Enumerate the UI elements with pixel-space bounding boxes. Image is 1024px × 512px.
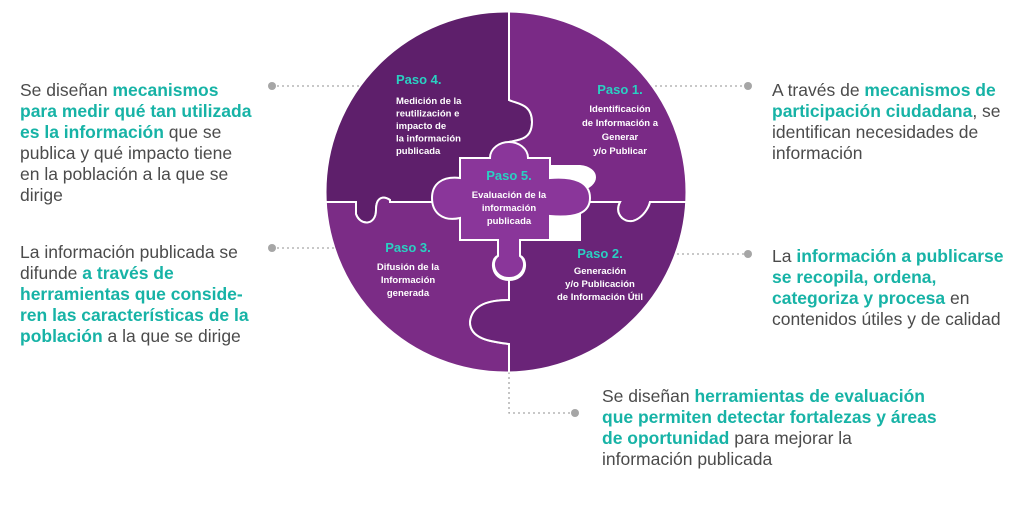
description-bottom: Se diseñan herramientas de evaluación qu… bbox=[602, 386, 942, 470]
dot-top-right bbox=[744, 82, 752, 90]
step-2-text-line: de Información Útil bbox=[557, 291, 643, 303]
puzzle-piece-paso-5 bbox=[430, 140, 592, 280]
dot-mid-left bbox=[268, 244, 276, 252]
highlighted-text: mecanismos para medir qué tan utilizada … bbox=[20, 80, 252, 142]
dot-top-left bbox=[268, 82, 276, 90]
step-3-text-line: Difusión de la bbox=[377, 262, 440, 273]
description-text: La bbox=[772, 246, 797, 266]
description-text: Se diseñan bbox=[602, 386, 695, 406]
step-3-title: Paso 3. bbox=[385, 240, 431, 255]
description-middle-left: La información publicada se difunde a tr… bbox=[20, 242, 258, 347]
description-top-left: Se diseñan mecanismos para medir qué tan… bbox=[20, 80, 256, 206]
description-text: para mejorar la información publicada bbox=[602, 428, 852, 469]
step-5-title: Paso 5. bbox=[486, 168, 532, 183]
description-middle-right: La información a publicarse se recopila,… bbox=[772, 246, 1012, 330]
step-2-text-line: y/o Publicación bbox=[565, 279, 635, 290]
highlighted-text: mecanismos de participación ciudadana bbox=[772, 80, 996, 121]
step-3-text-line: Información bbox=[381, 275, 436, 286]
description-top-right: A través de mecanismos de participación … bbox=[772, 80, 1012, 164]
step-1-text-line: Identificación bbox=[589, 104, 650, 115]
dot-bottom bbox=[571, 409, 579, 417]
description-text: en contenidos útiles y de calidad bbox=[772, 288, 1001, 329]
step-5-text-line: Evaluación de la bbox=[472, 190, 547, 201]
step-4-text-line: impacto de bbox=[396, 121, 446, 132]
step-4-text-line: la información bbox=[396, 134, 461, 145]
step-3-label: Paso 3. Difusión de la Información generada bbox=[377, 240, 440, 299]
step-3-text-line: generada bbox=[387, 288, 430, 299]
step-1-title: Paso 1. bbox=[597, 82, 643, 97]
highlighted-text: herramientas de evaluación que permiten … bbox=[602, 386, 937, 448]
step-labels: Paso 1. Identificación de Información a Gen… bbox=[377, 72, 659, 303]
step-1-label: Paso 1. Identificación de Información a Gen… bbox=[582, 82, 659, 157]
highlighted-text: información a publicarse se recopila, or… bbox=[772, 246, 1004, 308]
description-text: A través de bbox=[772, 80, 865, 100]
dot-mid-right bbox=[744, 250, 752, 258]
step-2-title: Paso 2. bbox=[577, 246, 623, 261]
connector-dots bbox=[268, 82, 752, 417]
description-text: La información publicada se difunde bbox=[20, 242, 238, 283]
description-text: Se diseñan bbox=[20, 80, 113, 100]
step-4-label: Paso 4. Medición de la reutilización eimpa… bbox=[396, 72, 462, 157]
step-4-text-line: reutilización e bbox=[396, 109, 459, 120]
description-text: a la que se dirige bbox=[102, 326, 241, 346]
connector-bottom bbox=[508, 372, 575, 414]
highlighted-text: a través de herramientas que conside-ren… bbox=[20, 263, 249, 346]
step-1-text-line: y/o Publicar bbox=[593, 146, 647, 157]
step-1-text-line: de Información a bbox=[582, 118, 659, 129]
step-1-text-line: Generar bbox=[602, 132, 639, 143]
step-5-label: Paso 5. Evaluación de la información public… bbox=[472, 168, 547, 227]
step-4-text-line: publicada bbox=[396, 146, 441, 157]
step-4-text-line: Medición de la bbox=[396, 96, 462, 107]
description-text: , se identifican necesidades de informac… bbox=[772, 101, 1001, 163]
step-4-title: Paso 4. bbox=[396, 72, 442, 87]
step-5-text-line: publicada bbox=[487, 216, 532, 227]
description-text: que se publica y qué impacto tiene en la… bbox=[20, 122, 233, 205]
step-5-text-line: información bbox=[482, 203, 537, 214]
step-2-text-line: Generación bbox=[574, 266, 626, 277]
